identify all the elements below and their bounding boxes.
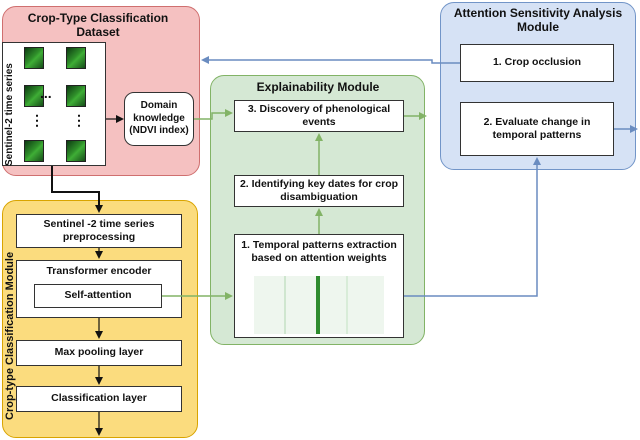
- evaluate-change-box: 2. Evaluate change in temporal patterns: [460, 102, 614, 156]
- dataset-title: Crop-Type Classification Dataset: [27, 11, 169, 40]
- domain-knowledge-box: Domain knowledge (NDVI index): [124, 92, 194, 146]
- self-attention-box: Self-attention: [34, 284, 162, 308]
- arrow-dataset-to-preprocessing: [51, 166, 103, 213]
- explainability-title: Explainability Module: [256, 80, 380, 94]
- vertical-ellipsis: ⋮: [72, 112, 86, 128]
- sentinel-tile: [66, 140, 86, 162]
- sentinel-tile: [66, 47, 86, 69]
- attention-faint-line: [284, 276, 286, 334]
- attention-heatmap: [254, 276, 384, 334]
- maxpool-box: Max pooling layer: [16, 340, 182, 366]
- preprocessing-box: Sentinel -2 time series preprocessing: [16, 214, 182, 248]
- transformer-encoder-label: Transformer encoder: [46, 265, 152, 277]
- sensitivity-title: Attention Sensitivity Analysis Module: [453, 6, 623, 35]
- arrow-domain-to-step3: [194, 109, 233, 120]
- attention-faint-line: [346, 276, 348, 334]
- temporal-patterns-label: 1. Temporal patterns extraction based on…: [241, 239, 397, 265]
- horizontal-ellipsis: ...: [40, 85, 52, 101]
- sentinel-tile: [24, 140, 44, 162]
- vertical-ellipsis: ⋮: [30, 112, 44, 128]
- arrow-patterns-to-sensitivity: [404, 157, 541, 297]
- crop-occlusion-box: 1. Crop occlusion: [460, 44, 614, 82]
- sentinel-tile: [24, 47, 44, 69]
- phenological-events-box: 3. Discovery of phenological events: [234, 100, 404, 132]
- key-dates-box: 2. Identifying key dates for crop disamb…: [234, 175, 404, 207]
- classification-layer-box: Classification layer: [16, 386, 182, 412]
- sentinel-tile: [24, 85, 44, 107]
- sentinel-tiles-box: [2, 42, 106, 166]
- sentinel-tile: [66, 85, 86, 107]
- attention-peak-line: [316, 276, 320, 334]
- arrow-occlusion-to-dataset: [201, 56, 460, 64]
